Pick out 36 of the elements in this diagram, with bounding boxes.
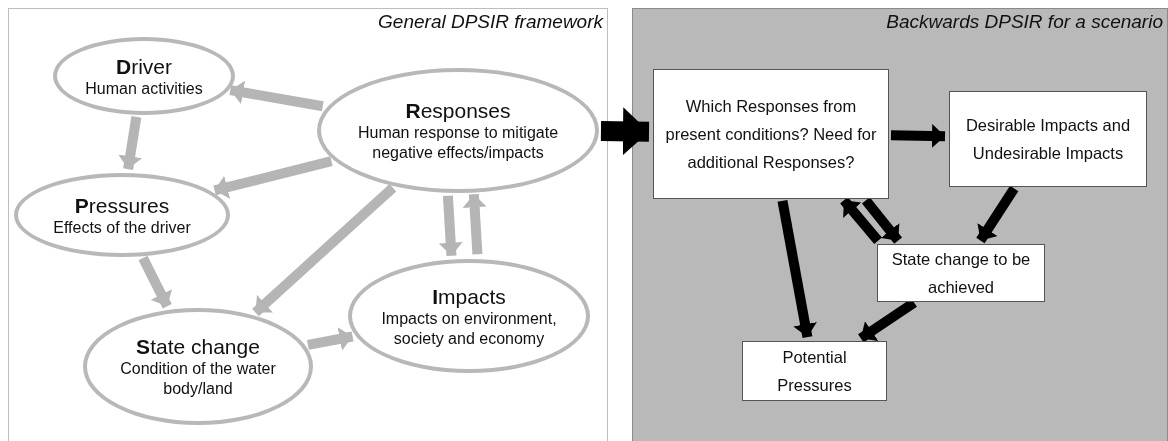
process-box bbox=[653, 69, 889, 199]
block-arrow bbox=[118, 116, 142, 170]
block-arrow bbox=[840, 197, 882, 244]
block-arrow bbox=[890, 123, 946, 148]
block-arrow bbox=[600, 107, 650, 156]
process-box bbox=[877, 244, 1045, 302]
process-box bbox=[949, 91, 1147, 187]
block-arrow bbox=[229, 80, 324, 112]
panel bbox=[632, 8, 1168, 441]
box-text: Desirable Impacts and Undesirable Impacts bbox=[964, 115, 1132, 164]
process-box bbox=[742, 341, 887, 401]
block-arrow bbox=[438, 195, 463, 257]
block-arrow bbox=[138, 255, 173, 309]
block-arrow bbox=[252, 183, 397, 317]
box-text: Potential Pressures bbox=[776, 347, 853, 396]
node-description: Condition of the water body/land bbox=[119, 359, 277, 399]
block-arrow bbox=[777, 200, 817, 338]
block-arrow bbox=[976, 185, 1019, 244]
box-text: State change to be achieved bbox=[890, 249, 1032, 298]
panel-title: General DPSIR framework bbox=[378, 10, 603, 34]
block-arrow bbox=[462, 193, 487, 255]
node-description: Effects of the driver bbox=[53, 217, 191, 238]
block-arrow bbox=[307, 327, 354, 351]
box-text: Which Responses from present conditions? Need for additional Responses? bbox=[664, 96, 878, 173]
node-description: Human activities bbox=[85, 78, 203, 99]
block-arrow bbox=[861, 197, 903, 244]
node-heading: Driver bbox=[116, 53, 172, 79]
block-arrow bbox=[213, 156, 333, 199]
node-description: Human response to mitigate negative effects/impacts bbox=[356, 123, 560, 163]
node-heading: Impacts bbox=[432, 283, 506, 309]
node-description: Impacts on environment, society and economy bbox=[380, 308, 558, 349]
panel-title: Backwards DPSIR for a scenario bbox=[886, 10, 1163, 34]
panel bbox=[8, 8, 608, 441]
node-heading: State change bbox=[136, 334, 260, 359]
node-heading: Pressures bbox=[74, 192, 170, 218]
node-heading: Responses bbox=[405, 98, 511, 123]
